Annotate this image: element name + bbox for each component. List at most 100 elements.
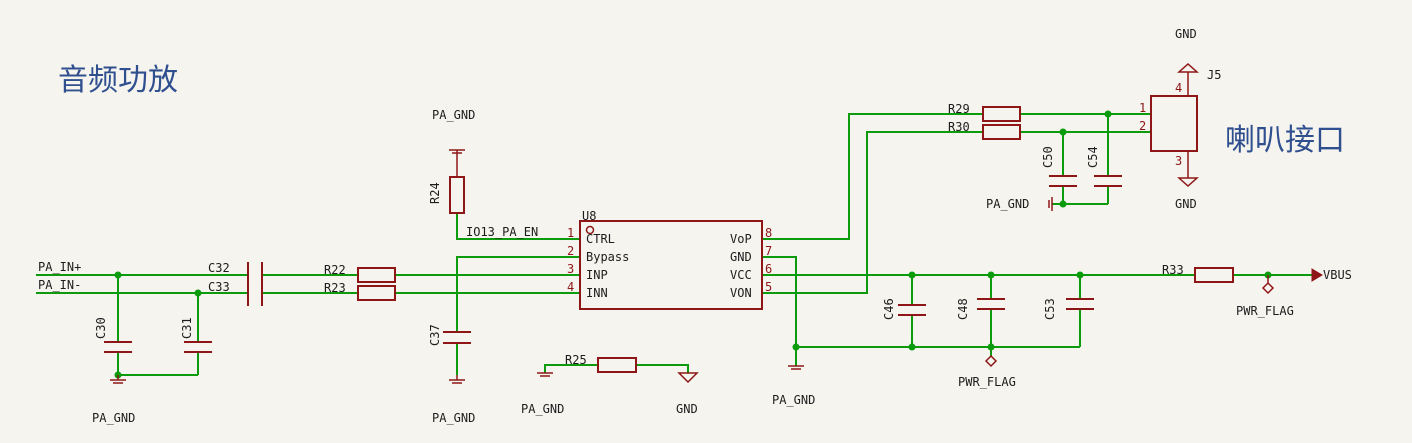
net-label-gnd-j5-top: GND: [1175, 27, 1197, 41]
junction-dot: [1076, 271, 1084, 279]
pin-num: 3: [567, 262, 574, 276]
junction-dot: [908, 271, 916, 279]
net-label-pa-gnd-r25: PA_GND: [521, 402, 564, 416]
pin-name: INP: [586, 268, 608, 282]
refdes-j5: J5: [1207, 68, 1221, 82]
junction-dot: [792, 343, 800, 351]
capacitor-c46[interactable]: [898, 304, 926, 316]
refdes-c33: C33: [208, 280, 230, 294]
pin-num: 4: [567, 280, 574, 294]
pin-num: 3: [1175, 154, 1182, 168]
net-label-pa-gnd-top: PA_GND: [432, 108, 475, 122]
capacitor-c31[interactable]: [184, 341, 212, 353]
net-label-gnd-j5-bottom: GND: [1175, 197, 1197, 211]
wires: [36, 113, 1312, 376]
capacitor-c32-c33[interactable]: [247, 262, 263, 306]
capacitor-c30[interactable]: [104, 341, 132, 353]
junction-dot: [1059, 128, 1067, 136]
junction-dot: [1104, 110, 1112, 118]
refdes-c54: C54: [1086, 146, 1100, 168]
junctions: [114, 110, 1272, 379]
net-label-pa-gnd: PA_GND: [92, 411, 135, 425]
pa-gnd-symbol-r24: [449, 149, 465, 177]
net-label-pa-gnd-c37: PA_GND: [432, 411, 475, 425]
pin-num: 1: [1139, 101, 1146, 115]
pin-name: GND: [730, 250, 752, 264]
gnd-icon-r25-right: [677, 372, 699, 384]
vbus-arrow-icon: [1311, 268, 1323, 282]
resistor-r29[interactable]: [982, 106, 1021, 122]
pin1-marker-icon: [585, 225, 595, 235]
pin-name: INN: [586, 286, 608, 300]
refdes-c37: C37: [428, 324, 442, 346]
junction-dot: [908, 343, 916, 351]
refdes-r22: R22: [324, 263, 346, 277]
net-label-pwr-flag-vbus: PWR_FLAG: [1236, 304, 1294, 318]
resistor-r25[interactable]: [597, 357, 637, 373]
ground-symbol-c37: [449, 375, 465, 384]
net-label-io13: IO13_PA_EN: [466, 225, 538, 239]
refdes-r29: R29: [948, 102, 970, 116]
gnd-icon-j5-bottom: [1177, 151, 1199, 188]
refdes-u8: U8: [582, 209, 596, 223]
capacitor-c53[interactable]: [1066, 298, 1094, 310]
capacitor-c37[interactable]: [443, 331, 471, 344]
ic-u8[interactable]: [579, 220, 763, 310]
refdes-c32: C32: [208, 261, 230, 275]
junction-dot: [1059, 200, 1067, 208]
refdes-r23: R23: [324, 281, 346, 295]
refdes-c30: C30: [94, 317, 108, 339]
net-label-gnd-r25: GND: [676, 402, 698, 416]
pin-num: 6: [765, 262, 772, 276]
pin-name: CTRL: [586, 232, 615, 246]
net-label-pwr-flag-bottom: PWR_FLAG: [958, 375, 1016, 389]
capacitor-c50[interactable]: [1049, 175, 1077, 187]
resistor-r30[interactable]: [982, 124, 1021, 140]
pin-num: 2: [1139, 119, 1146, 133]
refdes-c53: C53: [1043, 298, 1057, 320]
resistor-r22[interactable]: [357, 267, 396, 283]
refdes-c48: C48: [956, 298, 970, 320]
pwr-flag-icon-bottom: [984, 354, 998, 368]
refdes-c46: C46: [882, 298, 896, 320]
junction-dot: [194, 289, 202, 297]
junction-dot: [987, 343, 995, 351]
ground-symbol-c50: [1048, 197, 1053, 211]
pin-name: VON: [730, 286, 752, 300]
refdes-r30: R30: [948, 120, 970, 134]
ground-symbol-pa-gnd: [110, 375, 126, 384]
ground-symbol-u8: [788, 365, 804, 370]
resistor-r23[interactable]: [357, 285, 396, 301]
capacitor-c48[interactable]: [977, 298, 1005, 310]
pin-num: 5: [765, 280, 772, 294]
resistor-r24[interactable]: [449, 176, 465, 214]
net-label-pa-in-p: PA_IN+: [38, 260, 81, 274]
net-label-pa-in-n: PA_IN-: [38, 278, 81, 292]
ground-symbol-r25-left: [537, 372, 553, 377]
pin-num: 7: [765, 244, 772, 258]
pin-num: 1: [567, 226, 574, 240]
connector-j5[interactable]: [1150, 95, 1198, 152]
capacitor-c54[interactable]: [1094, 175, 1122, 187]
title-audio-amp: 音频功放: [58, 63, 178, 98]
refdes-c31: C31: [180, 317, 194, 339]
resistor-r33[interactable]: [1194, 267, 1234, 283]
pin-num: 8: [765, 226, 772, 240]
net-label-pa-gnd-c50: PA_GND: [986, 197, 1029, 211]
pin-num: 4: [1175, 81, 1182, 95]
refdes-c50: C50: [1041, 146, 1055, 168]
pwr-flag-icon-vbus: [1261, 275, 1275, 295]
refdes-r25: R25: [565, 353, 587, 367]
gnd-icon-j5-top: [1177, 62, 1199, 96]
pin-name: Bypass: [586, 250, 629, 264]
junction-dot: [987, 271, 995, 279]
refdes-r33: R33: [1162, 263, 1184, 277]
refdes-r24: R24: [428, 182, 442, 204]
pin-name: VCC: [730, 268, 752, 282]
title-speaker-port: 喇叭接口: [1225, 123, 1345, 158]
pin-name: VoP: [730, 232, 752, 246]
pin-num: 2: [567, 244, 574, 258]
net-label-vbus: VBUS: [1323, 268, 1352, 282]
net-label-pa-gnd-u8: PA_GND: [772, 393, 815, 407]
